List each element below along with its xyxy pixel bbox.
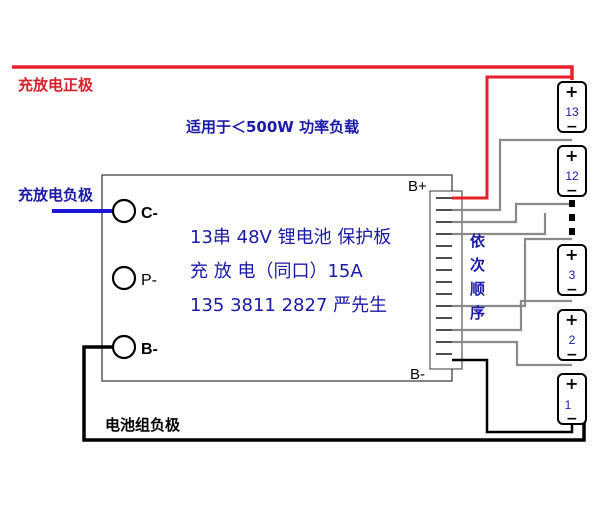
sequence-char: 顺 <box>470 280 485 298</box>
bminus-wire <box>452 358 574 434</box>
cell-number: 1 <box>565 398 572 412</box>
sequence-char: 依 <box>470 232 486 250</box>
battery-cell-12: + 12 − <box>557 145 587 199</box>
battery-cell-13: + 13 − <box>557 81 587 135</box>
terminal-p-label: P- <box>141 272 157 289</box>
cell-body <box>557 81 587 133</box>
charge-positive-label: 充放电正极 <box>18 76 94 94</box>
board-title: 13串 48V 锂电池 保护板 <box>190 227 391 248</box>
cell-plus: + <box>565 310 578 329</box>
terminal-b: B- <box>111 334 158 360</box>
balance-header <box>429 190 463 370</box>
cell-plus: + <box>565 146 578 165</box>
header-bminus-label: B- <box>410 366 425 383</box>
terminal-p-circle <box>111 265 137 291</box>
cell-number: 12 <box>565 169 579 183</box>
cell-minus: − <box>566 183 578 199</box>
battery-cell-2: + 2 − <box>557 309 587 363</box>
bplus-wire <box>452 75 572 200</box>
pack-negative-wire <box>82 345 586 442</box>
cell-number: 2 <box>569 333 576 347</box>
balance-wires <box>452 138 572 367</box>
cell-body <box>557 373 587 425</box>
cell-body <box>557 244 587 296</box>
terminal-c-circle <box>111 198 137 224</box>
cell-minus: − <box>566 411 578 427</box>
cell-body <box>557 145 587 197</box>
cell-plus: + <box>565 82 578 101</box>
cell-plus: + <box>565 374 578 393</box>
cell-number: 3 <box>569 268 576 282</box>
protection-board <box>101 174 453 382</box>
sequence-note: 依 次 顺 序 <box>470 232 486 322</box>
cell-ellipsis <box>569 200 575 235</box>
cell-minus: − <box>566 347 578 363</box>
battery-cell-1: + 1 − <box>557 373 587 427</box>
terminal-c-label: C- <box>141 205 158 222</box>
load-note: 适用于＜500W 功率负载 <box>186 118 359 136</box>
balance-header-pins <box>436 197 452 355</box>
cell-body <box>557 309 587 361</box>
header-bplus-label: B+ <box>408 178 427 195</box>
cell-plus: + <box>565 245 578 264</box>
battery-cell-3: + 3 − <box>557 244 587 298</box>
sequence-char: 序 <box>470 304 485 322</box>
charge-negative-label: 充放电负极 <box>18 186 94 204</box>
pack-negative-label: 电池组负极 <box>105 416 181 434</box>
cell-minus: − <box>566 119 578 135</box>
terminal-b-circle <box>111 334 137 360</box>
cell-minus: − <box>566 282 578 298</box>
board-contact: 135 3811 2827 严先生 <box>190 295 387 316</box>
terminal-b-label: B- <box>141 341 158 358</box>
terminal-c: C- <box>111 198 158 224</box>
cell-number: 13 <box>565 105 579 119</box>
terminal-p: P- <box>111 265 157 291</box>
board-rating: 充 放 电（同口）15A <box>190 261 363 282</box>
sequence-char: 次 <box>470 256 485 274</box>
